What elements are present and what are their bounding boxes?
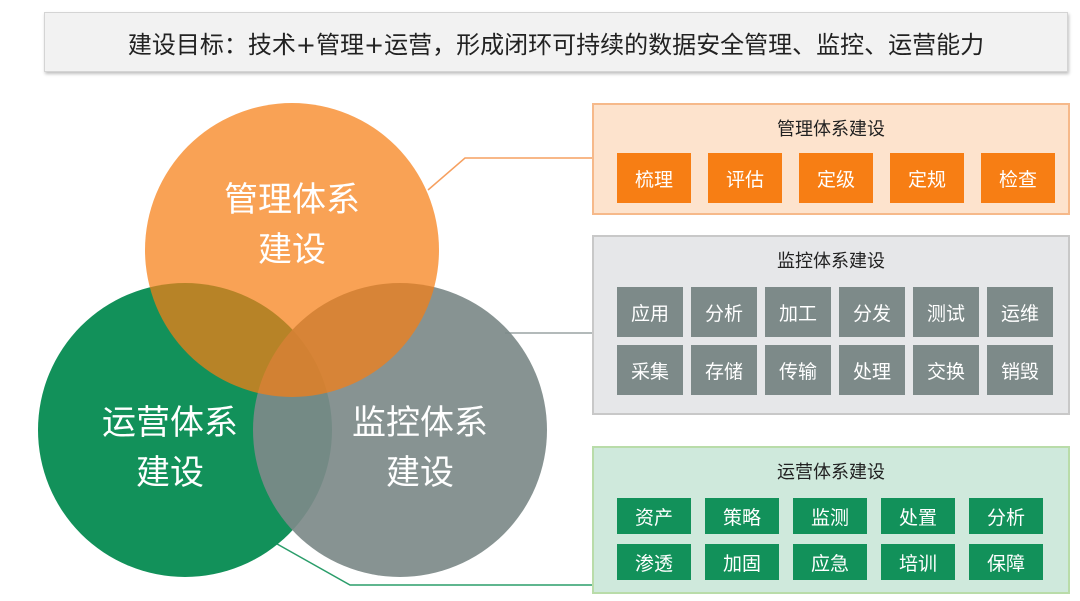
monitoring-item: 加工 (765, 287, 831, 337)
operations-item: 培训 (881, 544, 955, 580)
management-item: 定规 (890, 153, 964, 203)
operations-item: 策略 (705, 498, 779, 534)
circle-operations-label: 运营体系 建设 (70, 398, 270, 498)
management-item: 定级 (799, 153, 873, 203)
goal-banner: 建设目标：技术+管理+运营，形成闭环可持续的数据安全管理、监控、运营能力 (44, 12, 1068, 72)
operations-item: 加固 (705, 544, 779, 580)
operations-panel: 运营体系建设 资产策略监测处置分析渗透加固应急培训保障 (592, 446, 1070, 594)
circle-management (145, 103, 439, 397)
management-item: 检查 (981, 153, 1055, 203)
operations-item: 监测 (793, 498, 867, 534)
monitoring-item: 分发 (839, 287, 905, 337)
monitoring-item: 采集 (617, 345, 683, 395)
monitoring-item: 传输 (765, 345, 831, 395)
monitoring-item: 销毁 (987, 345, 1053, 395)
panel-title: 管理体系建设 (777, 119, 885, 140)
monitoring-panel: 监控体系建设 应用分析加工分发测试运维采集存储传输处理交换销毁 (592, 235, 1070, 415)
operations-item: 分析 (969, 498, 1043, 534)
monitoring-item: 交换 (913, 345, 979, 395)
monitoring-item: 测试 (913, 287, 979, 337)
circle-monitoring-label: 监控体系 建设 (320, 398, 520, 498)
operations-item: 处置 (881, 498, 955, 534)
management-item: 评估 (708, 153, 782, 203)
monitoring-item: 应用 (617, 287, 683, 337)
management-item: 梳理 (617, 153, 691, 203)
panel-title: 运营体系建设 (777, 462, 885, 483)
label-line: 建设 (136, 453, 204, 493)
label-line: 建设 (258, 230, 326, 270)
monitoring-item: 分析 (691, 287, 757, 337)
connector-management (427, 157, 592, 191)
label-line: 建设 (386, 453, 454, 493)
operations-item: 资产 (617, 498, 691, 534)
management-panel: 管理体系建设 梳理评估定级定规检查 (592, 103, 1070, 215)
operations-item: 渗透 (617, 544, 691, 580)
monitoring-item: 处理 (839, 345, 905, 395)
monitoring-item: 存储 (691, 345, 757, 395)
label-line: 监控体系 (352, 403, 488, 443)
label-line: 管理体系 (224, 180, 360, 220)
operations-item: 保障 (969, 544, 1043, 580)
operations-item: 应急 (793, 544, 867, 580)
connector-operations (269, 539, 592, 586)
circle-management-label: 管理体系 建设 (192, 175, 392, 275)
monitoring-item: 运维 (987, 287, 1053, 337)
panel-title: 监控体系建设 (777, 251, 885, 272)
label-line: 运营体系 (102, 403, 238, 443)
